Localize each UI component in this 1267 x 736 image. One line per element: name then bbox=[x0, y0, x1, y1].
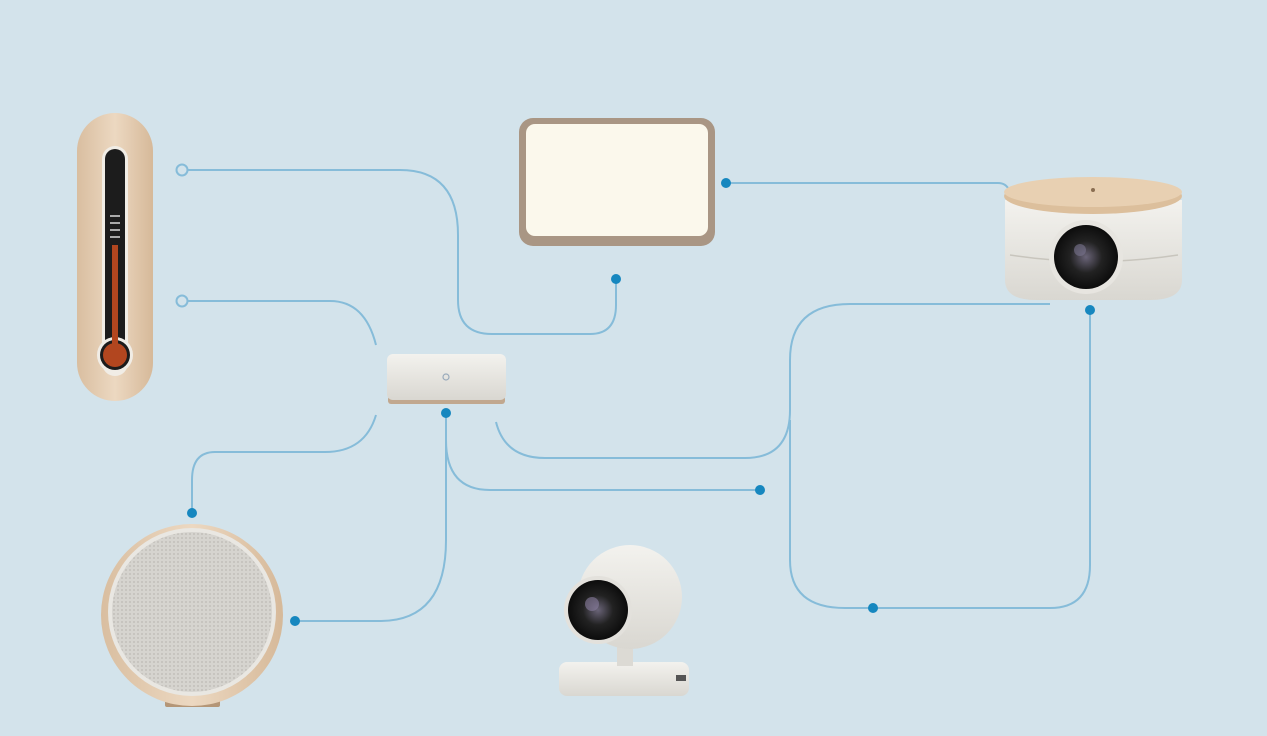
connector-hub-to-speaker bbox=[295, 413, 447, 622]
port-open-icon bbox=[175, 163, 189, 177]
hub-icon[interactable] bbox=[387, 354, 506, 404]
connector-thermometer-to-hub bbox=[187, 300, 377, 346]
port-dot-icon bbox=[611, 274, 621, 284]
projector-camera-icon[interactable] bbox=[1004, 177, 1182, 300]
port-dot-icon bbox=[1085, 305, 1095, 315]
port-open-icon bbox=[175, 294, 189, 308]
security-camera-icon[interactable] bbox=[559, 545, 689, 696]
connector-thermometer-to-panel bbox=[187, 169, 617, 335]
connector-lines bbox=[187, 169, 1091, 622]
port-dot-icon bbox=[721, 178, 731, 188]
connector-hub-to-projector bbox=[495, 303, 1050, 459]
port-dot-icon bbox=[755, 485, 765, 495]
thermometer-icon[interactable] bbox=[77, 113, 153, 401]
connector-loop-to-projector bbox=[789, 310, 1091, 609]
port-dot-icon bbox=[187, 508, 197, 518]
speaker-icon[interactable] bbox=[101, 524, 283, 707]
connector-hub-branch bbox=[445, 439, 760, 491]
connector-panel-to-projector bbox=[726, 182, 1010, 191]
light-panel-icon[interactable] bbox=[519, 118, 715, 246]
port-dot-icon bbox=[441, 408, 451, 418]
port-dot-icon bbox=[868, 603, 878, 613]
port-dot-icon bbox=[290, 616, 300, 626]
connector-hub-to-speaker-top bbox=[191, 414, 377, 513]
